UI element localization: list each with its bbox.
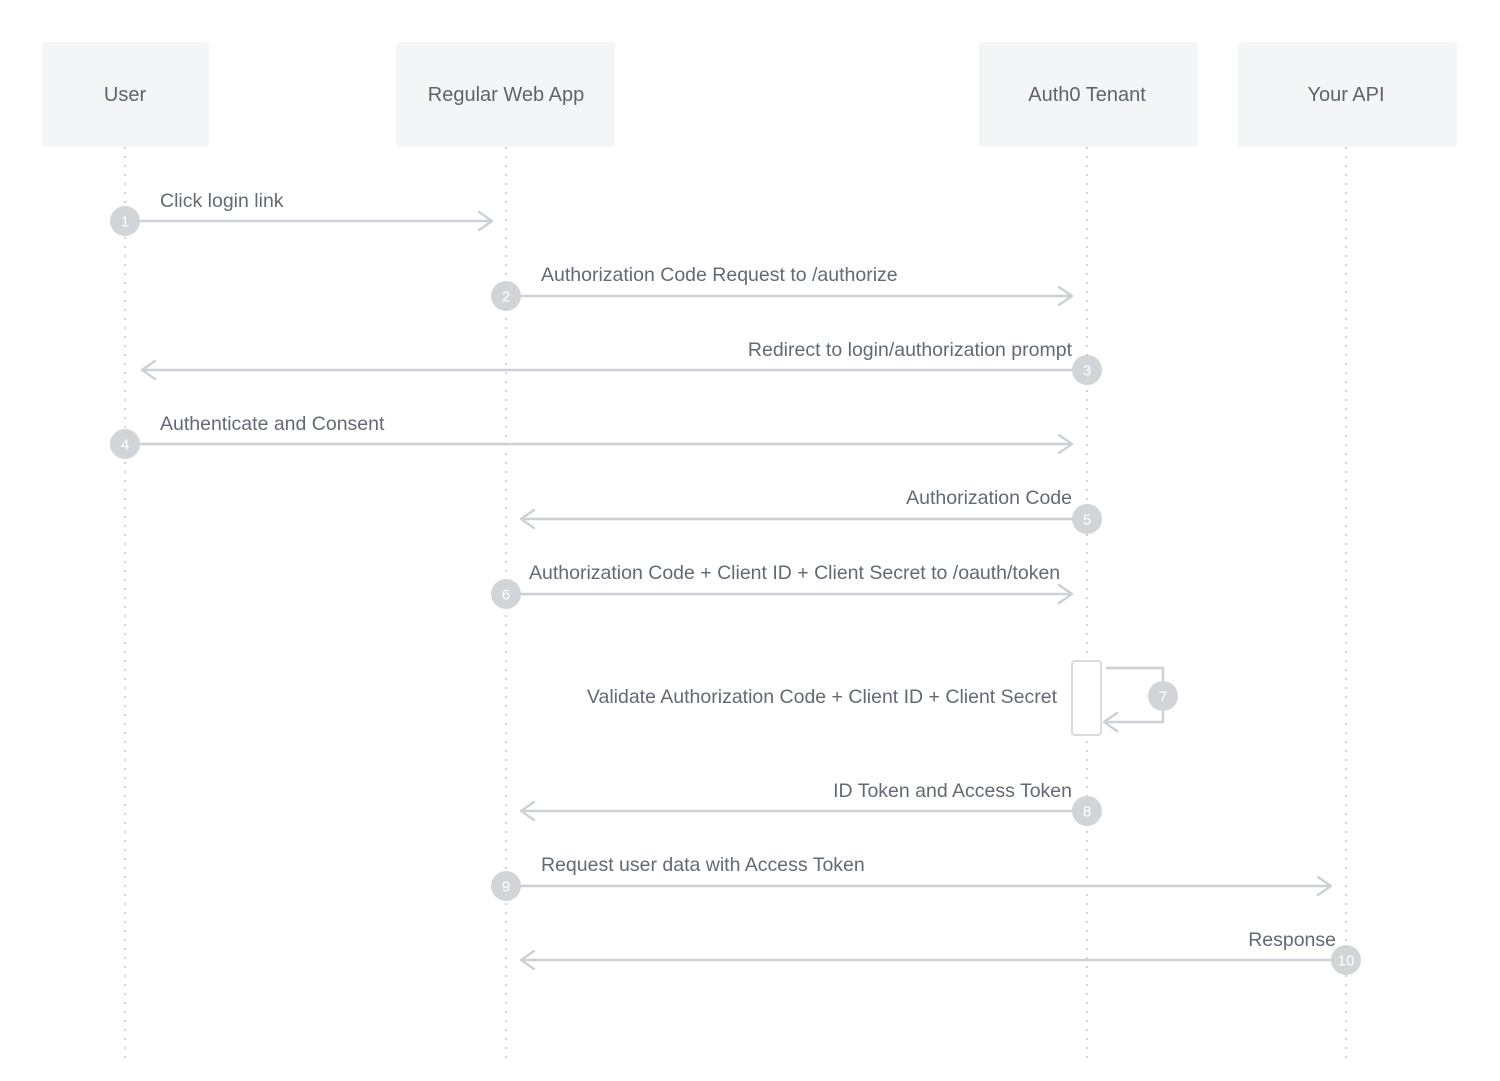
message-label: Redirect to login/authorization prompt <box>748 339 1073 361</box>
step-badge-10: 10 <box>1331 945 1361 975</box>
message-step-5[interactable]: Authorization Code 5 <box>519 487 1102 534</box>
step-badge-5: 5 <box>1072 504 1102 534</box>
message-step-8[interactable]: ID Token and Access Token 8 <box>519 780 1102 826</box>
participant-box <box>396 42 615 147</box>
arrow-head-right-icon <box>477 210 494 232</box>
participant-box <box>1238 42 1457 147</box>
step-badge-number: 6 <box>502 587 510 604</box>
message-step-4[interactable]: Authenticate and Consent 4 <box>110 413 1074 459</box>
step-badge-circle <box>491 281 521 311</box>
participant-box <box>42 42 209 147</box>
step-badge-number: 1 <box>121 214 129 231</box>
activation-box <box>1071 660 1102 736</box>
participant-web-app[interactable]: Regular Web App <box>396 42 615 147</box>
message-label: Authorization Code + Client ID + Client … <box>529 562 1060 584</box>
arrow-head-right-icon <box>1057 583 1074 605</box>
step-badge-number: 3 <box>1083 363 1091 380</box>
message-label: Request user data with Access Token <box>541 854 865 876</box>
participants-layer: User Regular Web App Auth0 Tenant Your API <box>42 42 1457 147</box>
arrow-head-right-icon <box>1316 875 1333 897</box>
step-badge-circle <box>1148 681 1178 711</box>
step-badge-number: 8 <box>1083 804 1091 821</box>
step-badge-circle <box>1072 504 1102 534</box>
participant-user[interactable]: User <box>42 42 209 147</box>
step-badge-number: 2 <box>502 289 510 306</box>
step-badge-circle <box>1331 945 1361 975</box>
step-badge-circle <box>110 429 140 459</box>
arrow-head-left-icon <box>519 800 536 822</box>
arrow-head-left-icon <box>140 359 157 381</box>
message-label: Response <box>1248 929 1336 951</box>
step-badge-3: 3 <box>1072 355 1102 385</box>
step-badge-9: 9 <box>491 871 521 901</box>
step-badge-number: 9 <box>502 879 510 896</box>
message-label: Click login link <box>160 190 284 212</box>
message-label: Authenticate and Consent <box>160 413 385 435</box>
message-step-2[interactable]: Authorization Code Request to /authorize… <box>491 264 1074 311</box>
message-step-3[interactable]: Redirect to login/authorization prompt 3 <box>140 339 1102 385</box>
participant-label: Regular Web App <box>428 84 584 106</box>
arrow-head-right-icon <box>1057 433 1074 455</box>
step-badge-circle <box>1072 355 1102 385</box>
step-badge-8: 8 <box>1072 796 1102 826</box>
message-step-9[interactable]: Request user data with Access Token 9 <box>491 854 1333 901</box>
step-badge-circle <box>110 206 140 236</box>
arrow-head-left-icon <box>1102 711 1119 733</box>
message-label: Authorization Code <box>906 487 1072 509</box>
step-badge-circle <box>491 579 521 609</box>
step-badge-number: 4 <box>121 437 129 454</box>
participant-label: User <box>104 84 147 106</box>
step-badge-number: 7 <box>1159 689 1167 706</box>
step-badge-circle <box>1072 796 1102 826</box>
self-message-label: Validate Authorization Code + Client ID … <box>587 686 1058 708</box>
participant-box <box>979 42 1198 147</box>
self-message-layer: Validate Authorization Code + Client ID … <box>587 660 1178 736</box>
message-step-6[interactable]: Authorization Code + Client ID + Client … <box>491 562 1074 609</box>
step-badge-6: 6 <box>491 579 521 609</box>
step-badge-4: 4 <box>110 429 140 459</box>
self-message-step-7[interactable]: Validate Authorization Code + Client ID … <box>587 660 1178 736</box>
step-badge-1: 1 <box>110 206 140 236</box>
step-badge-number: 5 <box>1083 512 1091 529</box>
participant-api[interactable]: Your API <box>1238 42 1457 147</box>
message-step-1[interactable]: Click login link 1 <box>110 190 494 236</box>
step-badge-7: 7 <box>1148 681 1178 711</box>
step-badge-number: 10 <box>1338 953 1355 970</box>
step-badge-2: 2 <box>491 281 521 311</box>
message-label: Authorization Code Request to /authorize <box>541 264 898 286</box>
arrow-head-left-icon <box>519 949 536 971</box>
arrow-head-left-icon <box>519 508 536 530</box>
step-badge-circle <box>491 871 521 901</box>
message-label: ID Token and Access Token <box>833 780 1072 802</box>
participant-auth0[interactable]: Auth0 Tenant <box>979 42 1198 147</box>
participant-label: Auth0 Tenant <box>1028 84 1146 106</box>
participant-label: Your API <box>1307 84 1384 106</box>
arrow-head-right-icon <box>1057 285 1074 307</box>
